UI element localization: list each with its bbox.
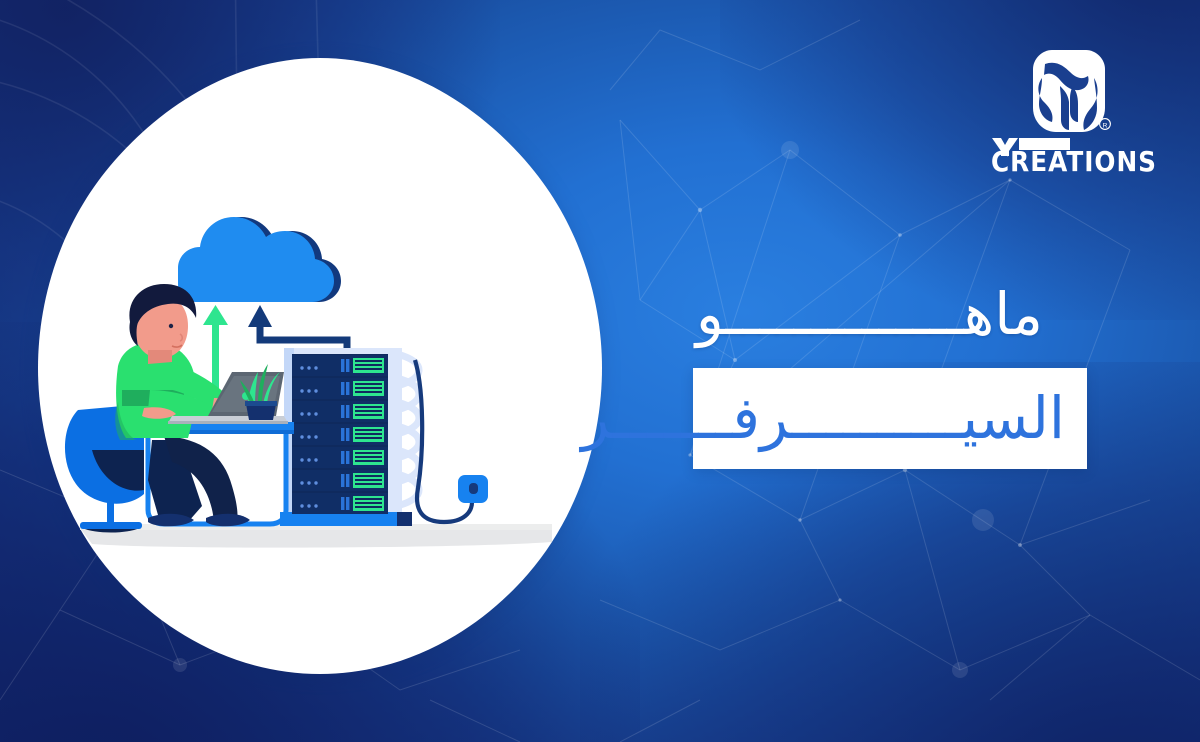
person-arm-upper	[162, 362, 230, 412]
person-shoe-back	[148, 513, 194, 527]
logo-wordmark: CREATIONS	[991, 146, 1157, 172]
server-illustration	[64, 217, 552, 548]
server-unit	[292, 447, 388, 468]
power-socket-icon	[458, 475, 488, 503]
server-unit	[292, 401, 388, 422]
brand-logo[interactable]: R CREATIONS	[986, 42, 1166, 172]
server-unit	[292, 470, 388, 491]
headline-line1: ماهــــــــــــــو	[640, 280, 1100, 358]
person-shoe-front	[206, 513, 250, 527]
server-unit	[292, 378, 388, 399]
cloud-icon	[178, 217, 341, 302]
registered-trademark-icon: R	[1099, 118, 1111, 130]
person-leg-front	[164, 436, 238, 522]
server-unit	[292, 493, 388, 514]
person-hair	[129, 284, 197, 328]
person-neck	[148, 350, 172, 364]
server-unit	[292, 424, 388, 445]
headline-line1-text: ماهــــــــــــــو	[695, 280, 1043, 348]
person-leg-back	[148, 440, 202, 522]
person-head	[134, 296, 188, 359]
floor-shadow	[80, 524, 552, 548]
person-sideburn	[129, 322, 138, 346]
server-unit	[292, 355, 388, 376]
person-sweater-fold	[115, 402, 136, 440]
logo-prefix-mark	[992, 138, 1070, 156]
person-arm-lower	[148, 390, 218, 422]
svg-text:R: R	[1103, 122, 1108, 129]
person-hand-left	[142, 407, 176, 419]
power-cable	[412, 359, 475, 525]
headline-line2-text: السيــــــــــرفـــــــر	[581, 384, 1065, 452]
logo-cube-mark	[1033, 50, 1105, 132]
headline-highlight-box: السيــــــــــرفـــــــر	[581, 368, 1087, 469]
potted-plant	[240, 364, 280, 420]
person-face	[168, 323, 184, 348]
server-rack	[280, 348, 423, 526]
background-vignette-top-right	[720, 0, 1200, 320]
